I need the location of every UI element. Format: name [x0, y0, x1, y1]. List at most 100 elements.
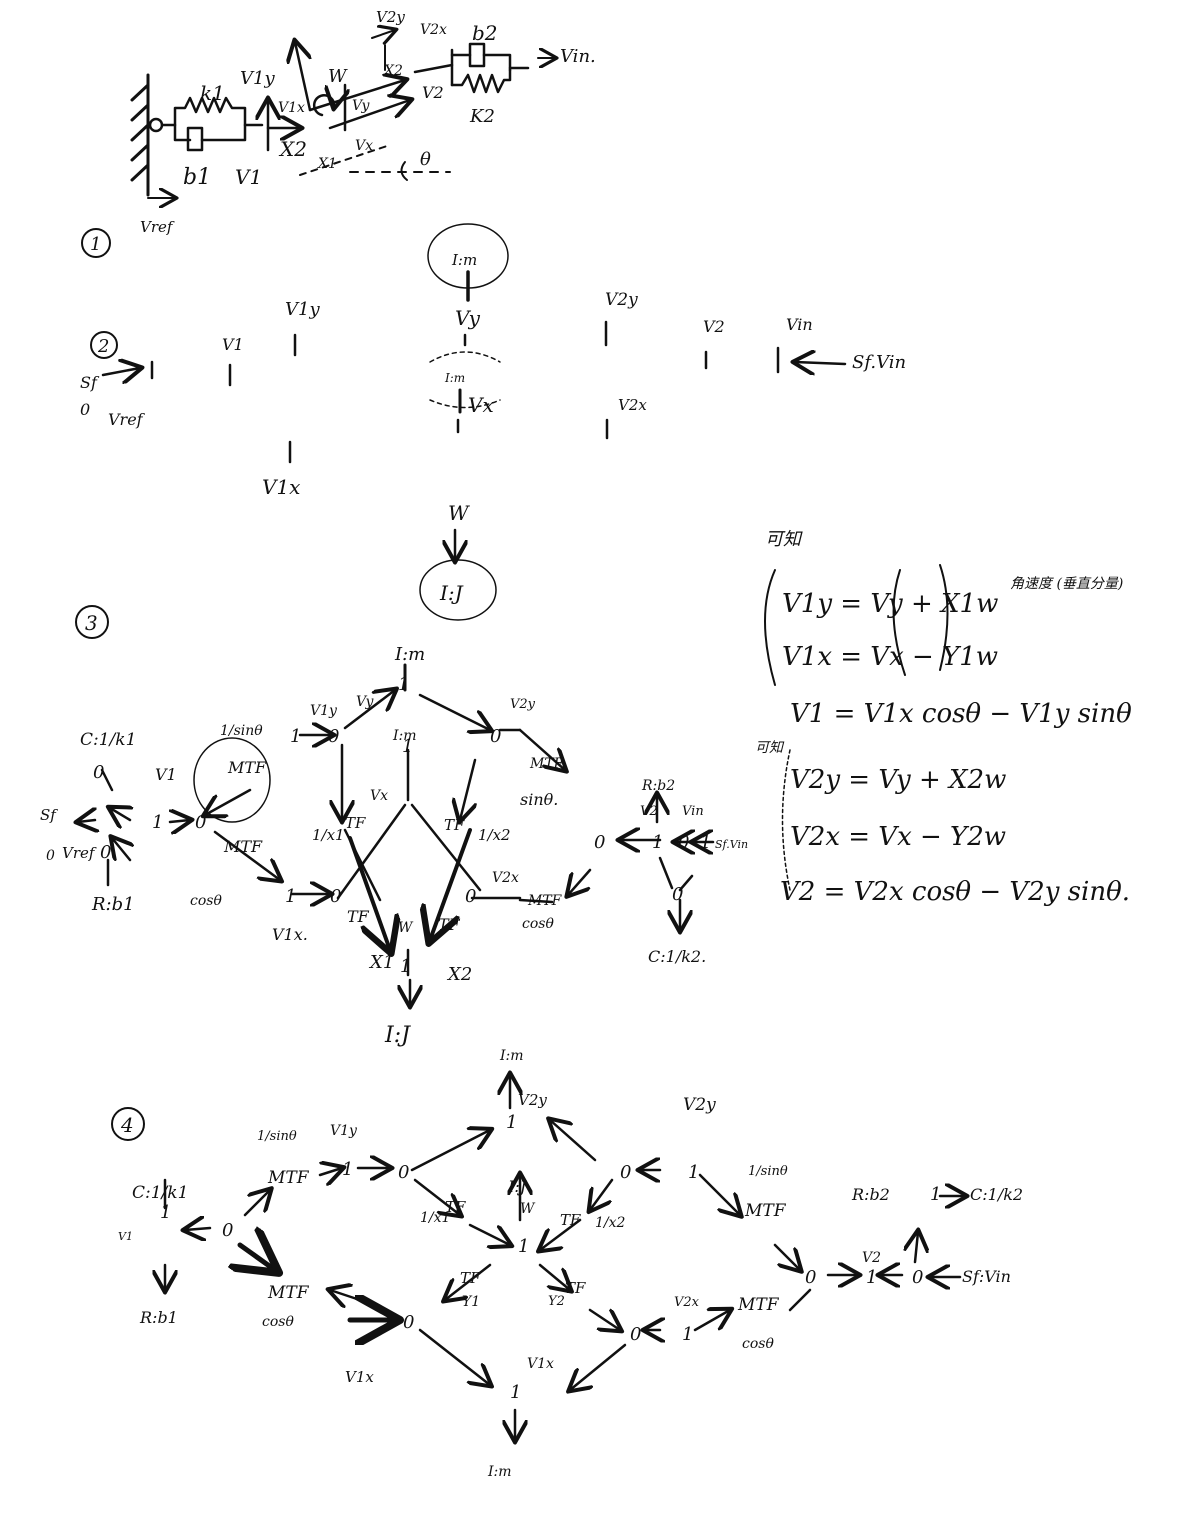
- svg-text:1/x2: 1/x2: [478, 826, 511, 844]
- mechanical-sketch: [130, 30, 555, 198]
- svg-text:R:b1: R:b1: [139, 1308, 178, 1327]
- svg-text:Vy: Vy: [356, 694, 375, 710]
- section-number-2: 2: [90, 331, 118, 359]
- svg-text:1/sinθ: 1/sinθ: [220, 723, 263, 739]
- svg-text:MTF: MTF: [267, 1168, 310, 1188]
- svg-text:TF: TF: [565, 1279, 586, 1297]
- svg-text:Sf: Sf: [40, 806, 58, 824]
- svg-text:Vx: Vx: [468, 393, 494, 417]
- equation-v2y: V2y = Vy + X2w: [790, 765, 1006, 795]
- svg-text:V1: V1: [235, 165, 262, 189]
- svg-text:0: 0: [222, 1220, 233, 1241]
- svg-text:X2: X2: [446, 964, 472, 985]
- svg-text:Y1: Y1: [462, 1294, 480, 1310]
- svg-text:0: 0: [46, 848, 55, 864]
- svg-text:b2: b2: [472, 21, 498, 45]
- svg-text:V1: V1: [155, 765, 177, 784]
- equation-v1x: V1x = Vx − Y1w: [782, 642, 998, 672]
- svg-text:R:b2: R:b2: [851, 1185, 890, 1204]
- svg-text:0: 0: [805, 1267, 816, 1288]
- svg-text:cosθ: cosθ: [190, 893, 222, 909]
- svg-text:X1: X1: [317, 156, 337, 172]
- svg-text:I:m: I:m: [499, 1048, 524, 1064]
- svg-text:0: 0: [594, 832, 605, 853]
- svg-text:TF: TF: [438, 915, 461, 934]
- svg-text:3: 3: [85, 611, 98, 635]
- svg-text:MTF: MTF: [227, 758, 267, 777]
- svg-text:X2: X2: [383, 63, 403, 79]
- svg-text:4: 4: [120, 1113, 134, 1137]
- svg-text:TF: TF: [460, 1269, 481, 1287]
- svg-text:TF: TF: [445, 1198, 466, 1216]
- svg-text:1/sinθ: 1/sinθ: [257, 1129, 297, 1144]
- svg-text:K2: K2: [469, 106, 495, 127]
- svg-text:I:m: I:m: [444, 371, 465, 385]
- svg-text:V1x: V1x: [262, 475, 300, 499]
- step4-bonds: [165, 1075, 965, 1440]
- svg-text:0: 0: [330, 886, 341, 907]
- svg-text:Vin: Vin: [786, 315, 813, 334]
- svg-text:Vin.: Vin.: [560, 46, 596, 67]
- damper-b2: [468, 42, 486, 68]
- svg-text:Vx: Vx: [355, 138, 373, 154]
- svg-text:0: 0: [80, 400, 90, 419]
- svg-text:0: 0: [195, 812, 206, 833]
- svg-text:V2x: V2x: [492, 870, 519, 886]
- svg-text:V1x: V1x: [527, 1356, 554, 1372]
- svg-text:Vy: Vy: [352, 98, 371, 114]
- svg-text:W: W: [448, 501, 470, 525]
- svg-text:Sf.Vin: Sf.Vin: [715, 838, 748, 851]
- svg-text:MTF: MTF: [223, 837, 263, 856]
- svg-text:0: 0: [490, 726, 501, 747]
- svg-text:1: 1: [700, 832, 711, 853]
- equations-tag: 可知: [755, 740, 785, 756]
- svg-text:1: 1: [930, 1184, 941, 1205]
- svg-text:1: 1: [688, 1162, 699, 1183]
- svg-text:1/x2: 1/x2: [595, 1215, 626, 1231]
- svg-text:V1: V1: [118, 1230, 133, 1243]
- svg-text:TF: TF: [444, 816, 465, 834]
- svg-text:0: 0: [678, 832, 689, 853]
- svg-text:cosθ: cosθ: [522, 916, 554, 932]
- svg-text:MTF: MTF: [529, 756, 565, 772]
- svg-text:V1x.: V1x.: [272, 925, 308, 944]
- svg-text:1: 1: [400, 956, 411, 977]
- svg-text:I:m: I:m: [392, 728, 417, 744]
- svg-text:1: 1: [510, 1382, 521, 1403]
- svg-text:TF: TF: [347, 907, 370, 926]
- svg-text:X2: X2: [278, 137, 307, 161]
- svg-text:sinθ.: sinθ.: [520, 790, 558, 809]
- svg-text:V1y: V1y: [285, 299, 320, 320]
- equations-block: 可知 角速度 (垂直分量) V1y = Vy + X1w V1x = Vx − …: [755, 529, 1132, 907]
- svg-text:R:b1: R:b1: [91, 894, 135, 915]
- svg-text:I:J: I:J: [439, 581, 464, 605]
- svg-text:V2y: V2y: [605, 290, 638, 310]
- svg-text:1: 1: [285, 886, 296, 907]
- step3-labels: W I:J I:m I:m C:1/k1 Sf 0 Vref R:b1 V1 1…: [40, 501, 748, 1048]
- svg-text:W: W: [520, 1201, 536, 1217]
- equations-header: 可知: [765, 529, 803, 550]
- svg-text:V1y: V1y: [240, 68, 275, 89]
- svg-text:0: 0: [912, 1267, 923, 1288]
- svg-text:V2x: V2x: [674, 1295, 700, 1310]
- svg-text:V2: V2: [703, 317, 725, 336]
- svg-text:0: 0: [398, 1162, 409, 1183]
- svg-text:V1x: V1x: [345, 1368, 374, 1386]
- svg-text:1: 1: [290, 726, 301, 747]
- svg-text:MTF: MTF: [744, 1201, 787, 1221]
- svg-text:V2y: V2y: [376, 8, 405, 26]
- equation-v1y: V1y = Vy + X1w: [782, 589, 998, 619]
- svg-text:1: 1: [518, 1236, 529, 1257]
- svg-text:V2: V2: [640, 804, 658, 819]
- svg-text:Vref: Vref: [108, 410, 146, 429]
- svg-text:X1: X1: [368, 952, 394, 973]
- svg-text:W: W: [328, 66, 348, 87]
- svg-text:0: 0: [620, 1162, 631, 1183]
- section-number-3: 3: [75, 605, 109, 639]
- step3-bonds: [78, 528, 715, 1005]
- svg-text:V2x: V2x: [618, 396, 647, 414]
- svg-text:V2y: V2y: [683, 1095, 716, 1115]
- svg-text:1: 1: [398, 674, 409, 695]
